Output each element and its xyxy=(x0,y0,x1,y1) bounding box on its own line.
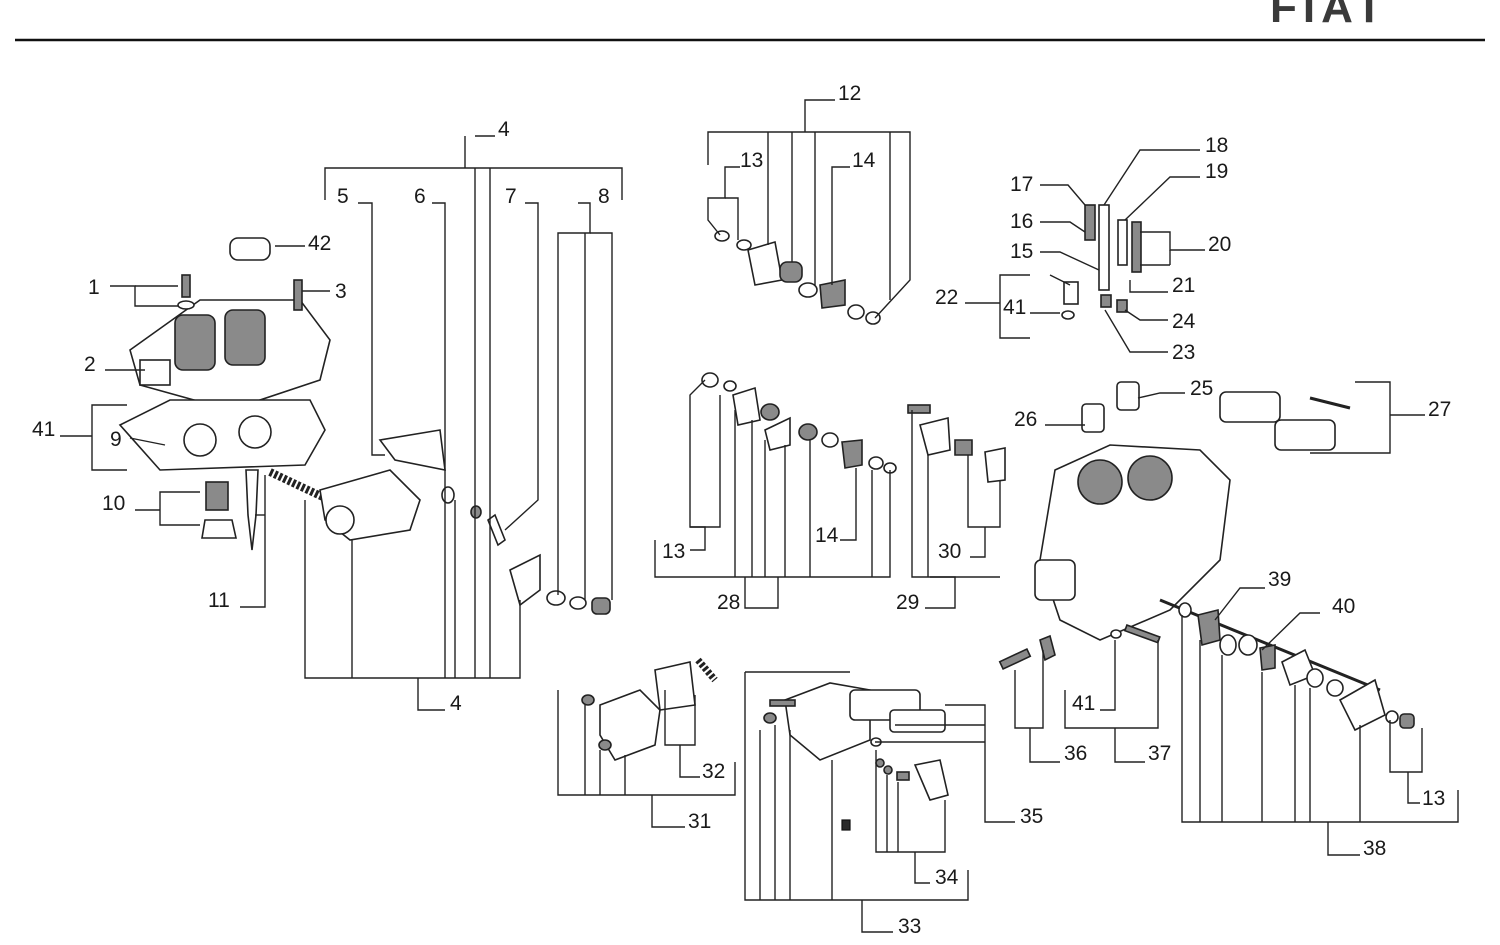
body-leaders xyxy=(1014,381,1459,856)
label-41-left: 41 xyxy=(32,418,55,441)
label-39: 39 xyxy=(1268,568,1291,591)
label-37: 37 xyxy=(1148,742,1171,765)
label-4-bottom: 4 xyxy=(450,692,462,715)
label-28: 28 xyxy=(717,591,740,614)
label-27: 27 xyxy=(1428,398,1451,421)
label-42: 42 xyxy=(308,232,331,255)
label-34: 34 xyxy=(935,866,959,889)
label-2: 2 xyxy=(84,353,96,376)
label-14-mid: 14 xyxy=(815,524,839,547)
pump-parts xyxy=(581,657,949,831)
label-5: 5 xyxy=(337,185,349,208)
label-14-top: 14 xyxy=(852,149,876,172)
label-9: 9 xyxy=(110,428,122,451)
label-11: 11 xyxy=(208,589,230,612)
label-4-top: 4 xyxy=(498,118,510,141)
label-33: 33 xyxy=(898,915,921,938)
cover-assembly xyxy=(118,237,331,551)
part-number-labels: 1 2 3 4 4 5 6 7 8 9 10 11 12 13 13 13 14… xyxy=(32,82,1451,938)
group-12-leaders xyxy=(707,99,911,319)
label-19: 19 xyxy=(1205,160,1228,183)
label-30: 30 xyxy=(938,540,961,563)
label-41-body: 41 xyxy=(1072,692,1095,715)
label-12: 12 xyxy=(838,82,861,105)
label-7: 7 xyxy=(505,185,517,208)
label-1: 1 xyxy=(88,276,100,299)
jets-parts xyxy=(1061,204,1142,320)
label-18: 18 xyxy=(1205,134,1228,157)
label-26: 26 xyxy=(1014,408,1037,431)
label-40: 40 xyxy=(1332,595,1355,618)
label-36: 36 xyxy=(1064,742,1087,765)
pump-leaders xyxy=(557,671,1015,933)
label-13-top: 13 xyxy=(740,149,763,172)
label-3: 3 xyxy=(335,280,347,303)
body-assembly xyxy=(998,381,1415,732)
label-6: 6 xyxy=(414,185,426,208)
label-13-right: 13 xyxy=(1422,787,1445,810)
jets-leaders xyxy=(965,149,1205,353)
group-28-parts xyxy=(701,372,1006,483)
label-35: 35 xyxy=(1020,805,1043,828)
left-leaders xyxy=(60,245,330,608)
label-29: 29 xyxy=(896,591,919,614)
label-17: 17 xyxy=(1010,173,1033,196)
label-21: 21 xyxy=(1172,274,1195,297)
group-12-parts xyxy=(714,230,881,325)
label-24: 24 xyxy=(1172,310,1196,333)
label-31: 31 xyxy=(688,810,711,833)
label-22: 22 xyxy=(935,286,958,309)
label-41-jets: 41 xyxy=(1003,296,1026,319)
linkage-leaders xyxy=(304,135,623,711)
label-13-mid: 13 xyxy=(662,540,685,563)
label-20: 20 xyxy=(1208,233,1231,256)
label-38: 38 xyxy=(1363,837,1386,860)
brand-logo: FIAT xyxy=(1270,0,1389,32)
label-25: 25 xyxy=(1190,377,1213,400)
label-16: 16 xyxy=(1010,210,1033,233)
label-15: 15 xyxy=(1010,240,1033,263)
linkage-assembly xyxy=(319,429,611,615)
label-10: 10 xyxy=(102,492,125,515)
label-32: 32 xyxy=(702,760,725,783)
group-28-leaders xyxy=(654,379,1001,609)
label-8: 8 xyxy=(598,185,610,208)
label-23: 23 xyxy=(1172,341,1195,364)
